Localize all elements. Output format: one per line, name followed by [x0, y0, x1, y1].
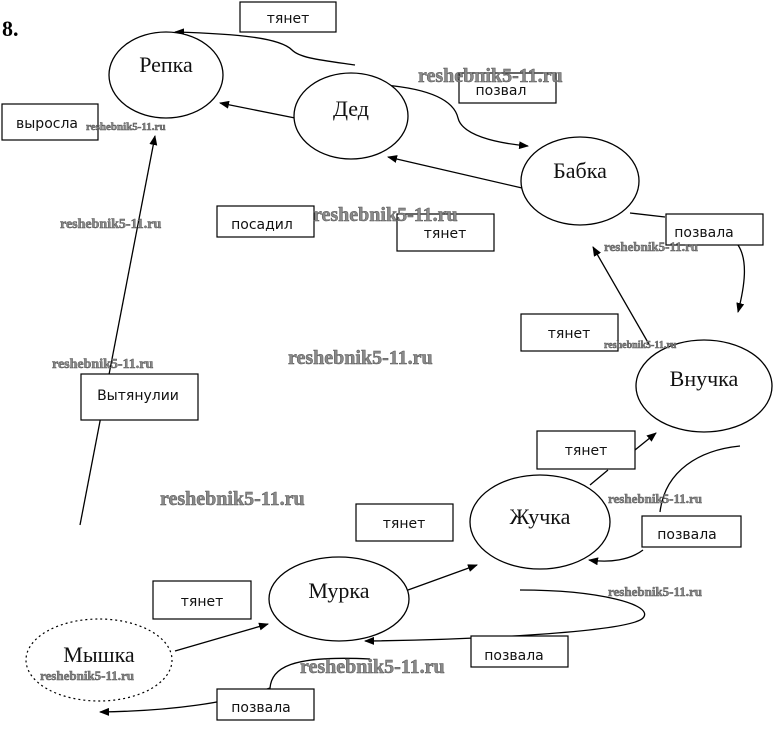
label-box-tyanet-top: тянет: [239, 1, 337, 33]
watermark: reshebnik5-11.ru: [288, 347, 433, 369]
edge-ded-to-repka: [219, 100, 296, 119]
watermark: reshebnik5-11.ru: [60, 217, 161, 232]
node-babka: Бабка: [520, 136, 640, 226]
watermark: reshebnik5-11.ru: [608, 584, 702, 599]
label-box-pozvala-vnuchka: позвала: [641, 515, 742, 548]
edge-babka-pozvala-vnuchka: [629, 212, 744, 312]
label-box-vytyanuli: Вытянулии: [80, 373, 199, 421]
edge-murka-pozvala-myshka: [99, 657, 371, 716]
watermark: reshebnik5-11.ru: [86, 121, 166, 133]
node-ded-label: Дед: [333, 96, 369, 121]
svg-text:позвал: позвал: [476, 83, 527, 99]
node-ded: Дед: [293, 72, 409, 160]
edge-ded-pozval-babka: [384, 84, 529, 150]
watermark: reshebnik5-11.ru: [300, 656, 445, 678]
label-box-tyanet-zhuchka: тянет: [536, 430, 636, 470]
label-box-tyanet-murka-right: тянет: [355, 503, 454, 542]
node-repka-label: Репка: [139, 52, 193, 77]
watermark: reshebnik5-11.ru: [608, 491, 702, 506]
edge-murka-tyanet-zhuchka: [407, 564, 478, 591]
svg-text:тянет: тянет: [424, 226, 467, 242]
label-box-pozval: позвал: [458, 72, 557, 104]
svg-text:посадил: посадил: [231, 217, 293, 233]
edge-vnuchka-pozvala-zhuchka: [589, 445, 741, 561]
edge-vnuchka-tyanet-babka: [592, 246, 651, 347]
node-vnuchka: Внучка: [635, 339, 773, 433]
edge-babka-tyanet-ded: [387, 155, 523, 189]
svg-text:позвала: позвала: [484, 648, 544, 664]
svg-text:тянет: тянет: [383, 516, 426, 532]
watermark: reshebnik5-11.ru: [40, 668, 134, 683]
label-box-tyanet-babka: тянет: [396, 213, 495, 252]
node-zhuchka: Жучка: [469, 474, 611, 570]
edge-zhuchka-pozvala-murka: [364, 589, 646, 645]
svg-text:тянет: тянет: [565, 443, 608, 459]
label-box-vyrosla: выросла: [1, 103, 99, 141]
edge-zhuchka-tyanet-vnuchka: [589, 433, 656, 486]
node-murka: Мурка: [268, 556, 410, 642]
svg-text:тянет: тянет: [548, 326, 591, 342]
edge-ded-tyanet-repka: [174, 28, 356, 66]
svg-text:позвала: позвала: [231, 700, 291, 716]
node-murka-label: Мурка: [308, 578, 369, 603]
node-vnuchka-label: Внучка: [670, 366, 739, 391]
label-box-tyanet-vnuchka: тянет: [520, 313, 619, 352]
svg-text:тянет: тянет: [181, 594, 224, 610]
watermark: reshebnik5-11.ru: [604, 239, 698, 254]
watermark: reshebnik5-11.ru: [52, 357, 153, 372]
label-box-pozvala-zhuchka: позвала: [470, 635, 569, 668]
svg-text:тянет: тянет: [267, 11, 310, 27]
label-box-tyanet-myshka: тянет: [152, 580, 252, 620]
node-myshka-label: Мышка: [63, 642, 135, 667]
node-zhuchka-label: Жучка: [510, 504, 571, 529]
node-myshka: Мышка: [25, 618, 173, 702]
watermark: reshebnik5-11.ru: [418, 65, 563, 87]
svg-text:выросла: выросла: [16, 116, 78, 132]
node-babka-label: Бабка: [553, 158, 607, 183]
task-number: 8.: [2, 16, 19, 41]
watermark: reshebnik5-11.ru: [160, 488, 305, 510]
label-box-pozvala-murka: позвала: [216, 688, 315, 721]
svg-text:позвала: позвала: [657, 527, 717, 543]
label-box-pozvala-babka: позвала: [665, 213, 764, 246]
svg-text:Вытянулии: Вытянулии: [97, 388, 179, 404]
node-repka: Репка: [108, 31, 224, 119]
edge-myshka-vytyanuli-repka: [79, 135, 158, 526]
watermark: reshebnik5-11.ru: [313, 204, 458, 226]
label-box-posadil: посадил: [216, 205, 315, 238]
svg-text:позвала: позвала: [674, 225, 734, 241]
edge-myshka-tyanet-murka: [174, 622, 269, 652]
watermark: reshebnik5-11.ru: [604, 340, 677, 351]
